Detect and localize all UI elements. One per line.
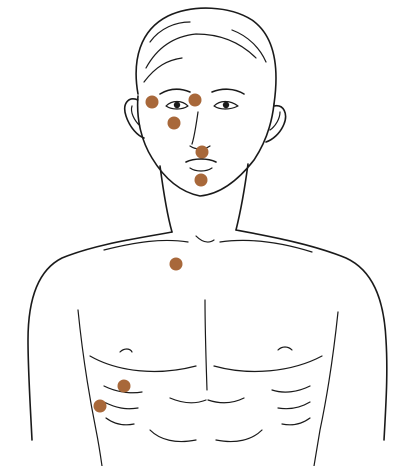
body-outline-icon	[28, 8, 387, 466]
marker-point-under-nose	[196, 146, 209, 159]
marker-point-right-lower-chest	[118, 380, 131, 393]
marker-point-suprasternal-notch	[170, 258, 183, 271]
marker-point-chin	[195, 174, 208, 187]
marker-point-right-temple	[146, 96, 159, 109]
marker-point-right-brow	[189, 94, 202, 107]
marker-point-right-flank	[94, 400, 107, 413]
marker-point-right-cheek	[168, 117, 181, 130]
